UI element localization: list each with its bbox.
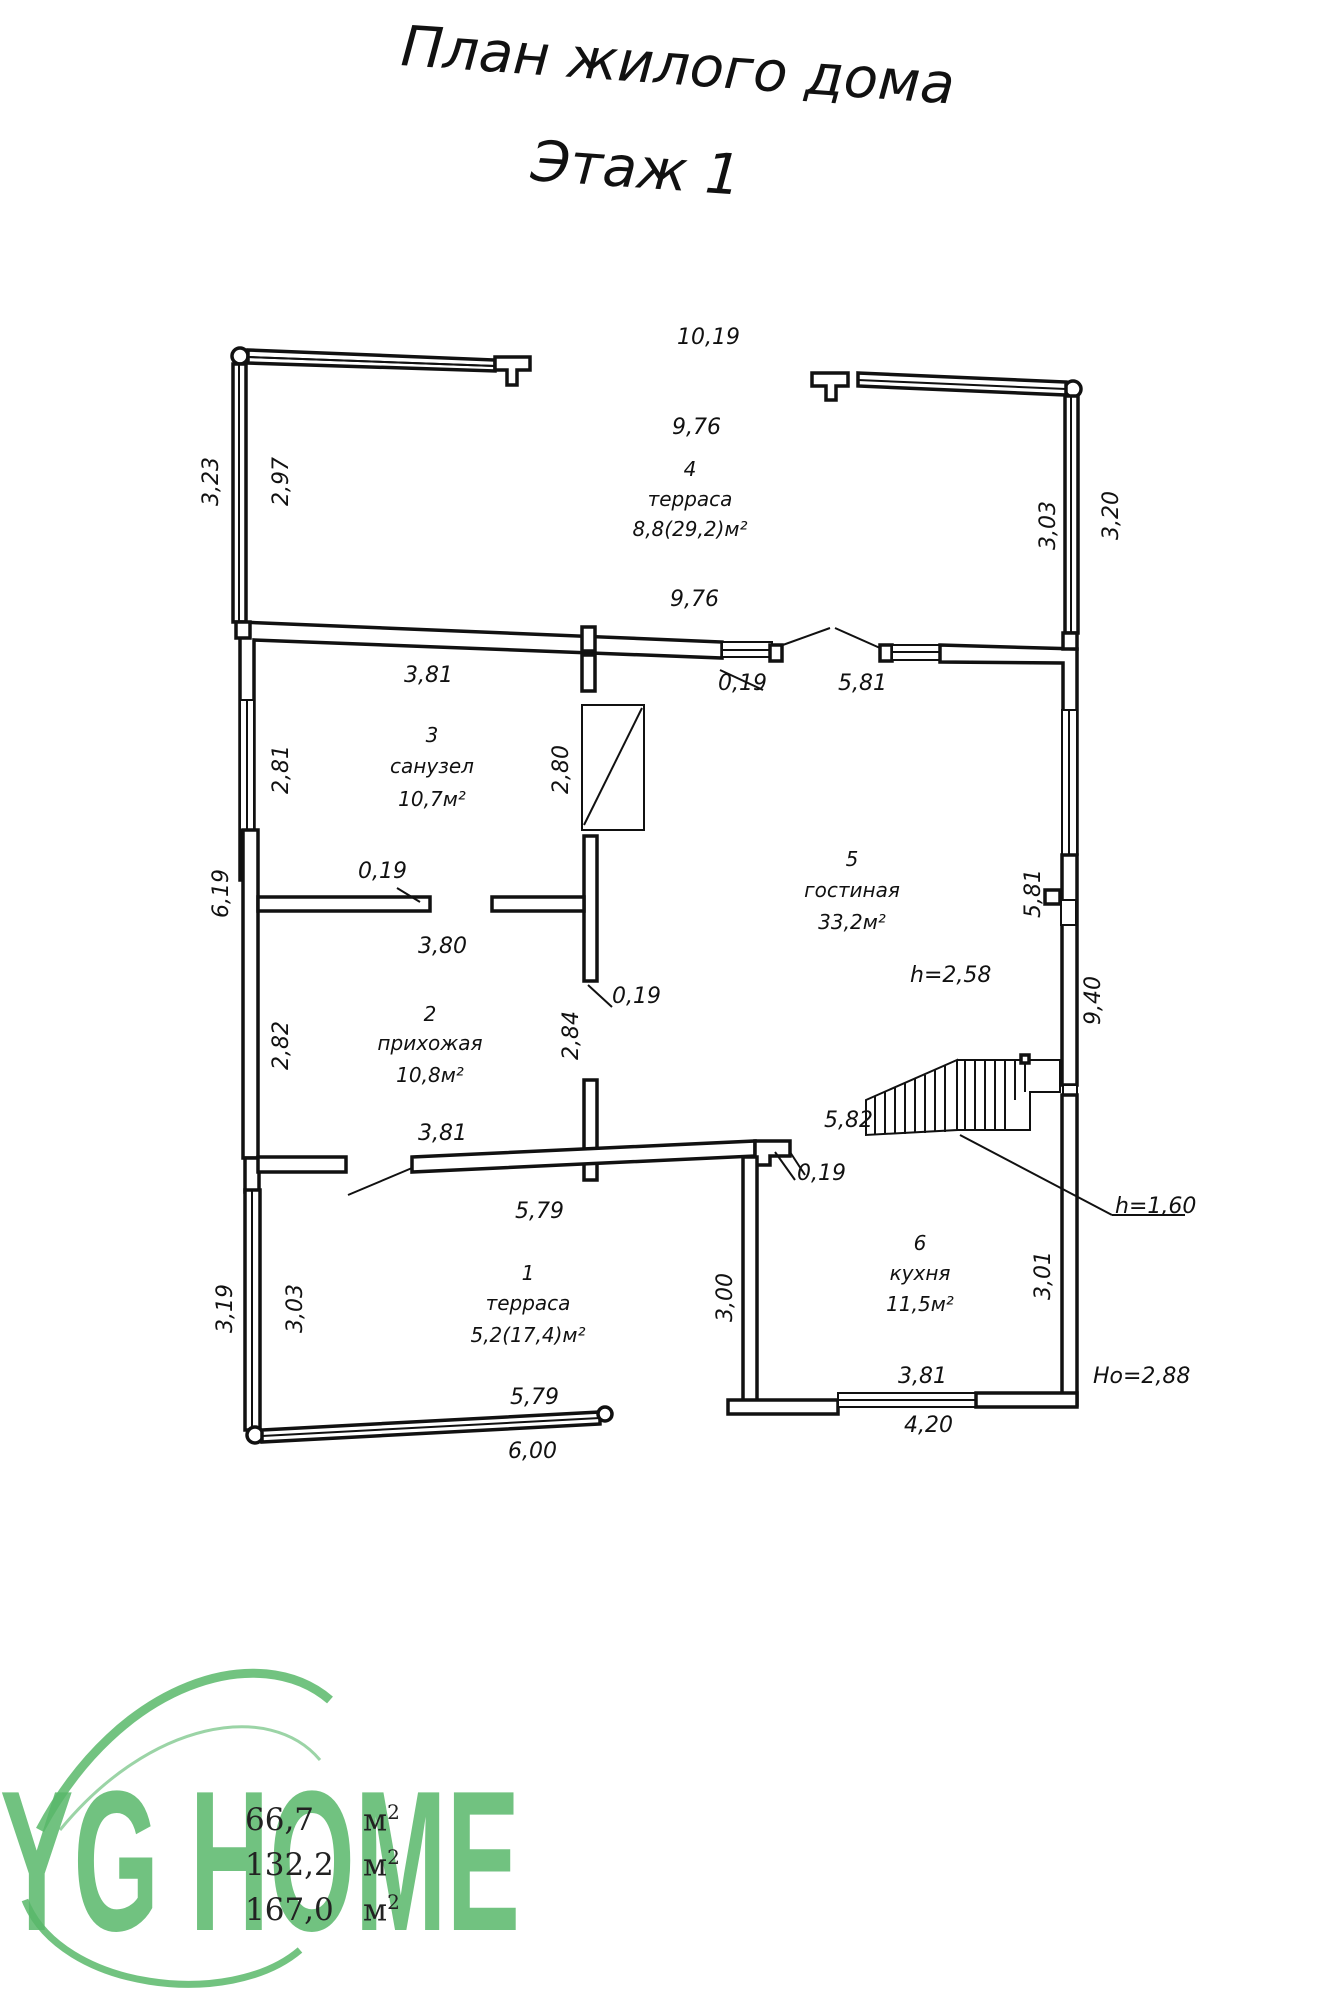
wall-bath-hall-right (490, 895, 586, 913)
logo-text: YG HOME (0, 1750, 520, 1973)
wall-hall-bottom-left (256, 1155, 348, 1174)
area-row: 167,0 м2 (245, 1890, 465, 1935)
wall-right-lower (1060, 1093, 1079, 1407)
dim-label: 3,80 (418, 934, 467, 959)
plan-subtitle: Этаж 1 (528, 129, 743, 209)
room-1: 1 терраса 5,2(17,4)м² (470, 1261, 585, 1347)
dim-label: 9,76 (670, 587, 719, 612)
dim-label: 0,19 (358, 859, 407, 884)
dim-label: 0,19 (718, 671, 767, 696)
svg-text:8,8(29,2)м²: 8,8(29,2)м² (632, 517, 747, 541)
post-right (810, 371, 850, 402)
dim-label: 2,84 (559, 1011, 584, 1060)
plan-title: План жилого дома (399, 14, 957, 118)
column-marker (230, 346, 250, 366)
dim-label: 5,79 (510, 1385, 559, 1410)
area-value: 132,2 (245, 1847, 334, 1884)
dim-label: 6,00 (508, 1439, 557, 1464)
svg-text:2: 2 (424, 1002, 437, 1026)
dim-label: 2,80 (549, 745, 574, 794)
partition-top (580, 625, 597, 653)
wall-kitchen-bottom-left (726, 1398, 840, 1416)
svg-text:терраса: терраса (486, 1291, 571, 1315)
svg-text:10,8м²: 10,8м² (396, 1063, 464, 1087)
dim-label: 2,97 (269, 457, 294, 506)
dim-label: 6,19 (209, 869, 234, 918)
svg-text:кухня: кухня (890, 1261, 951, 1285)
wall-left (241, 828, 260, 1160)
dim-label: 3,23 (199, 457, 224, 506)
svg-text:гостиная: гостиная (804, 878, 900, 902)
dim-label: 3,81 (418, 1121, 467, 1146)
area-unit: м2 (363, 1890, 400, 1929)
dim-label: 3,03 (1036, 501, 1061, 550)
dim-label: 9,76 (672, 415, 721, 440)
dim-label: 3,81 (898, 1364, 947, 1389)
wall-top-left (238, 620, 724, 882)
area-value: 66,7 (245, 1802, 315, 1839)
dim-label: 2,82 (269, 1021, 294, 1070)
dim-label: 5,82 (824, 1108, 873, 1133)
area-value: 167,0 (245, 1892, 334, 1929)
dim-label: 3,20 (1099, 491, 1124, 540)
area-unit: м2 (363, 1845, 400, 1884)
room-4: 4 терраса 8,8(29,2)м² (632, 457, 747, 541)
height-label: Ho=2,88 (1093, 1364, 1190, 1389)
dim-label: 3,81 (404, 663, 453, 688)
area-row: 66,7 м2 (245, 1800, 465, 1845)
svg-text:прихожая: прихожая (377, 1031, 482, 1055)
dim-label: 9,40 (1081, 976, 1106, 1025)
room-5: 5 гостиная 33,2м² (804, 847, 900, 934)
area-unit: м2 (363, 1800, 400, 1839)
dim-label: 3,19 (213, 1284, 238, 1333)
height-label: h=1,60 (1115, 1194, 1196, 1219)
room-6: 6 кухня 11,5м² (886, 1231, 954, 1316)
svg-text:санузел: санузел (390, 754, 474, 778)
wall-kitchen-left (741, 1155, 759, 1404)
room-3: 3 санузел 10,7м² (390, 723, 474, 811)
logo: YG HOME (0, 1668, 520, 1988)
svg-text:терраса: терраса (648, 487, 733, 511)
svg-text:10,7м²: 10,7м² (398, 787, 466, 811)
svg-text:1: 1 (522, 1261, 535, 1285)
svg-text:11,5м²: 11,5м² (886, 1292, 954, 1316)
svg-text:3: 3 (426, 723, 439, 747)
wall-bath-hall-left (256, 895, 432, 913)
dim-label: 4,20 (904, 1413, 953, 1438)
dim-label: 0,19 (797, 1161, 846, 1186)
room-2: 2 прихожая 10,8м² (377, 1002, 482, 1087)
svg-text:5,2(17,4)м²: 5,2(17,4)м² (470, 1323, 585, 1347)
height-label: h=2,58 (910, 963, 991, 988)
area-summary: 66,7 м2 132,2 м2 167,0 м2 (245, 1800, 465, 1935)
area-row: 132,2 м2 (245, 1845, 465, 1890)
dim-label: 5,81 (1021, 869, 1046, 918)
dim-label: 0,19 (612, 984, 661, 1009)
dim-label: 3,00 (713, 1273, 738, 1322)
svg-text:33,2м²: 33,2м² (818, 910, 886, 934)
svg-text:4: 4 (684, 457, 697, 481)
svg-text:6: 6 (914, 1231, 927, 1255)
post-left (493, 355, 532, 387)
svg-text:5: 5 (846, 847, 859, 871)
wall-top-right (938, 643, 1079, 856)
dim-label: 5,79 (515, 1199, 564, 1224)
dim-label: 10,19 (677, 325, 740, 350)
dim-label: 5,81 (838, 671, 887, 696)
wall-right (1060, 853, 1079, 1087)
dim-label: 2,81 (269, 745, 294, 794)
stairs (865, 1053, 1185, 1216)
partition-mid (582, 834, 599, 983)
dim-label: 3,03 (283, 1284, 308, 1333)
dim-label: 3,01 (1031, 1251, 1056, 1300)
